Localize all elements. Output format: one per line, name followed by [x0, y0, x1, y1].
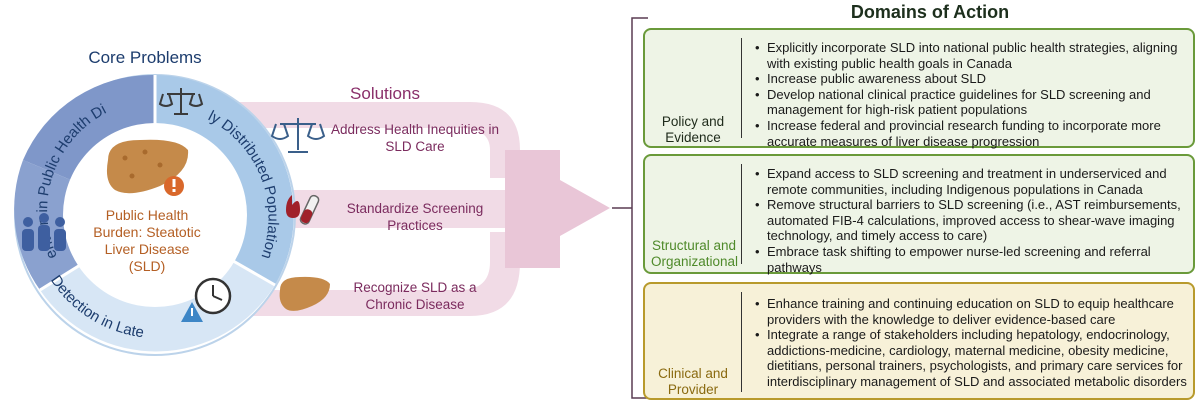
solution-item-health-inequities: Address Health Inequities in SLD Care — [330, 122, 500, 154]
solution-scale-icon — [270, 118, 326, 153]
bullet: Embrace task shifting to empower nurse-l… — [753, 244, 1189, 275]
bullet: Increase public awareness about SLD — [753, 71, 1189, 87]
clock-warning-icon — [181, 277, 232, 322]
domains-title: Domains of Action — [850, 2, 1010, 22]
bullet: Expand access to SLD screening and treat… — [753, 166, 1189, 197]
solution-liver-icon — [279, 276, 330, 311]
solutions-title: Solutions — [350, 84, 420, 103]
bullet: Remove structural barriers to SLD screen… — [753, 197, 1189, 244]
domains-bracket — [612, 17, 648, 399]
structural-bullets: Expand access to SLD screening and treat… — [753, 166, 1189, 275]
liver-icon — [106, 139, 189, 196]
domain-label-clinical: Clinical and Provider — [658, 366, 728, 397]
core-problems-title: Core Problems — [88, 48, 202, 67]
domain-panel-structural: Structural and Organizational Expand acc… — [643, 154, 1195, 275]
divider — [741, 164, 742, 264]
solution-item-chronic-disease: Recognize SLD as a Chronic Disease — [353, 280, 477, 312]
bullet: Increase federal and provincial research… — [753, 118, 1189, 149]
bullet: Explicitly incorporate SLD into national… — [753, 40, 1189, 71]
center-label: Public Health Burden: Steatotic Liver Di… — [93, 207, 201, 274]
clinical-bullets: Enhance training and continuing educatio… — [753, 296, 1189, 390]
bullet: Integrate a range of stakeholders includ… — [753, 327, 1189, 389]
domain-label-structural: Structural and Organizational — [651, 238, 739, 269]
solution-item-screening: Standardize Screening Practices — [346, 201, 484, 233]
domain-panel-clinical: Clinical and Provider Enhance training a… — [643, 282, 1195, 400]
bullet: Enhance training and continuing educatio… — [753, 296, 1189, 327]
domain-label-policy: Policy and Evidence — [661, 114, 725, 145]
blood-tube-icon — [286, 194, 320, 225]
divider — [741, 292, 742, 392]
policy-bullets: Explicitly incorporate SLD into national… — [753, 40, 1189, 149]
people-group-icon — [22, 213, 66, 251]
bullet: Develop national clinical practice guide… — [753, 87, 1189, 118]
domain-panel-policy: Policy and Evidence Explicitly incorpora… — [643, 28, 1195, 149]
divider — [741, 38, 742, 138]
scale-icon — [158, 88, 204, 115]
